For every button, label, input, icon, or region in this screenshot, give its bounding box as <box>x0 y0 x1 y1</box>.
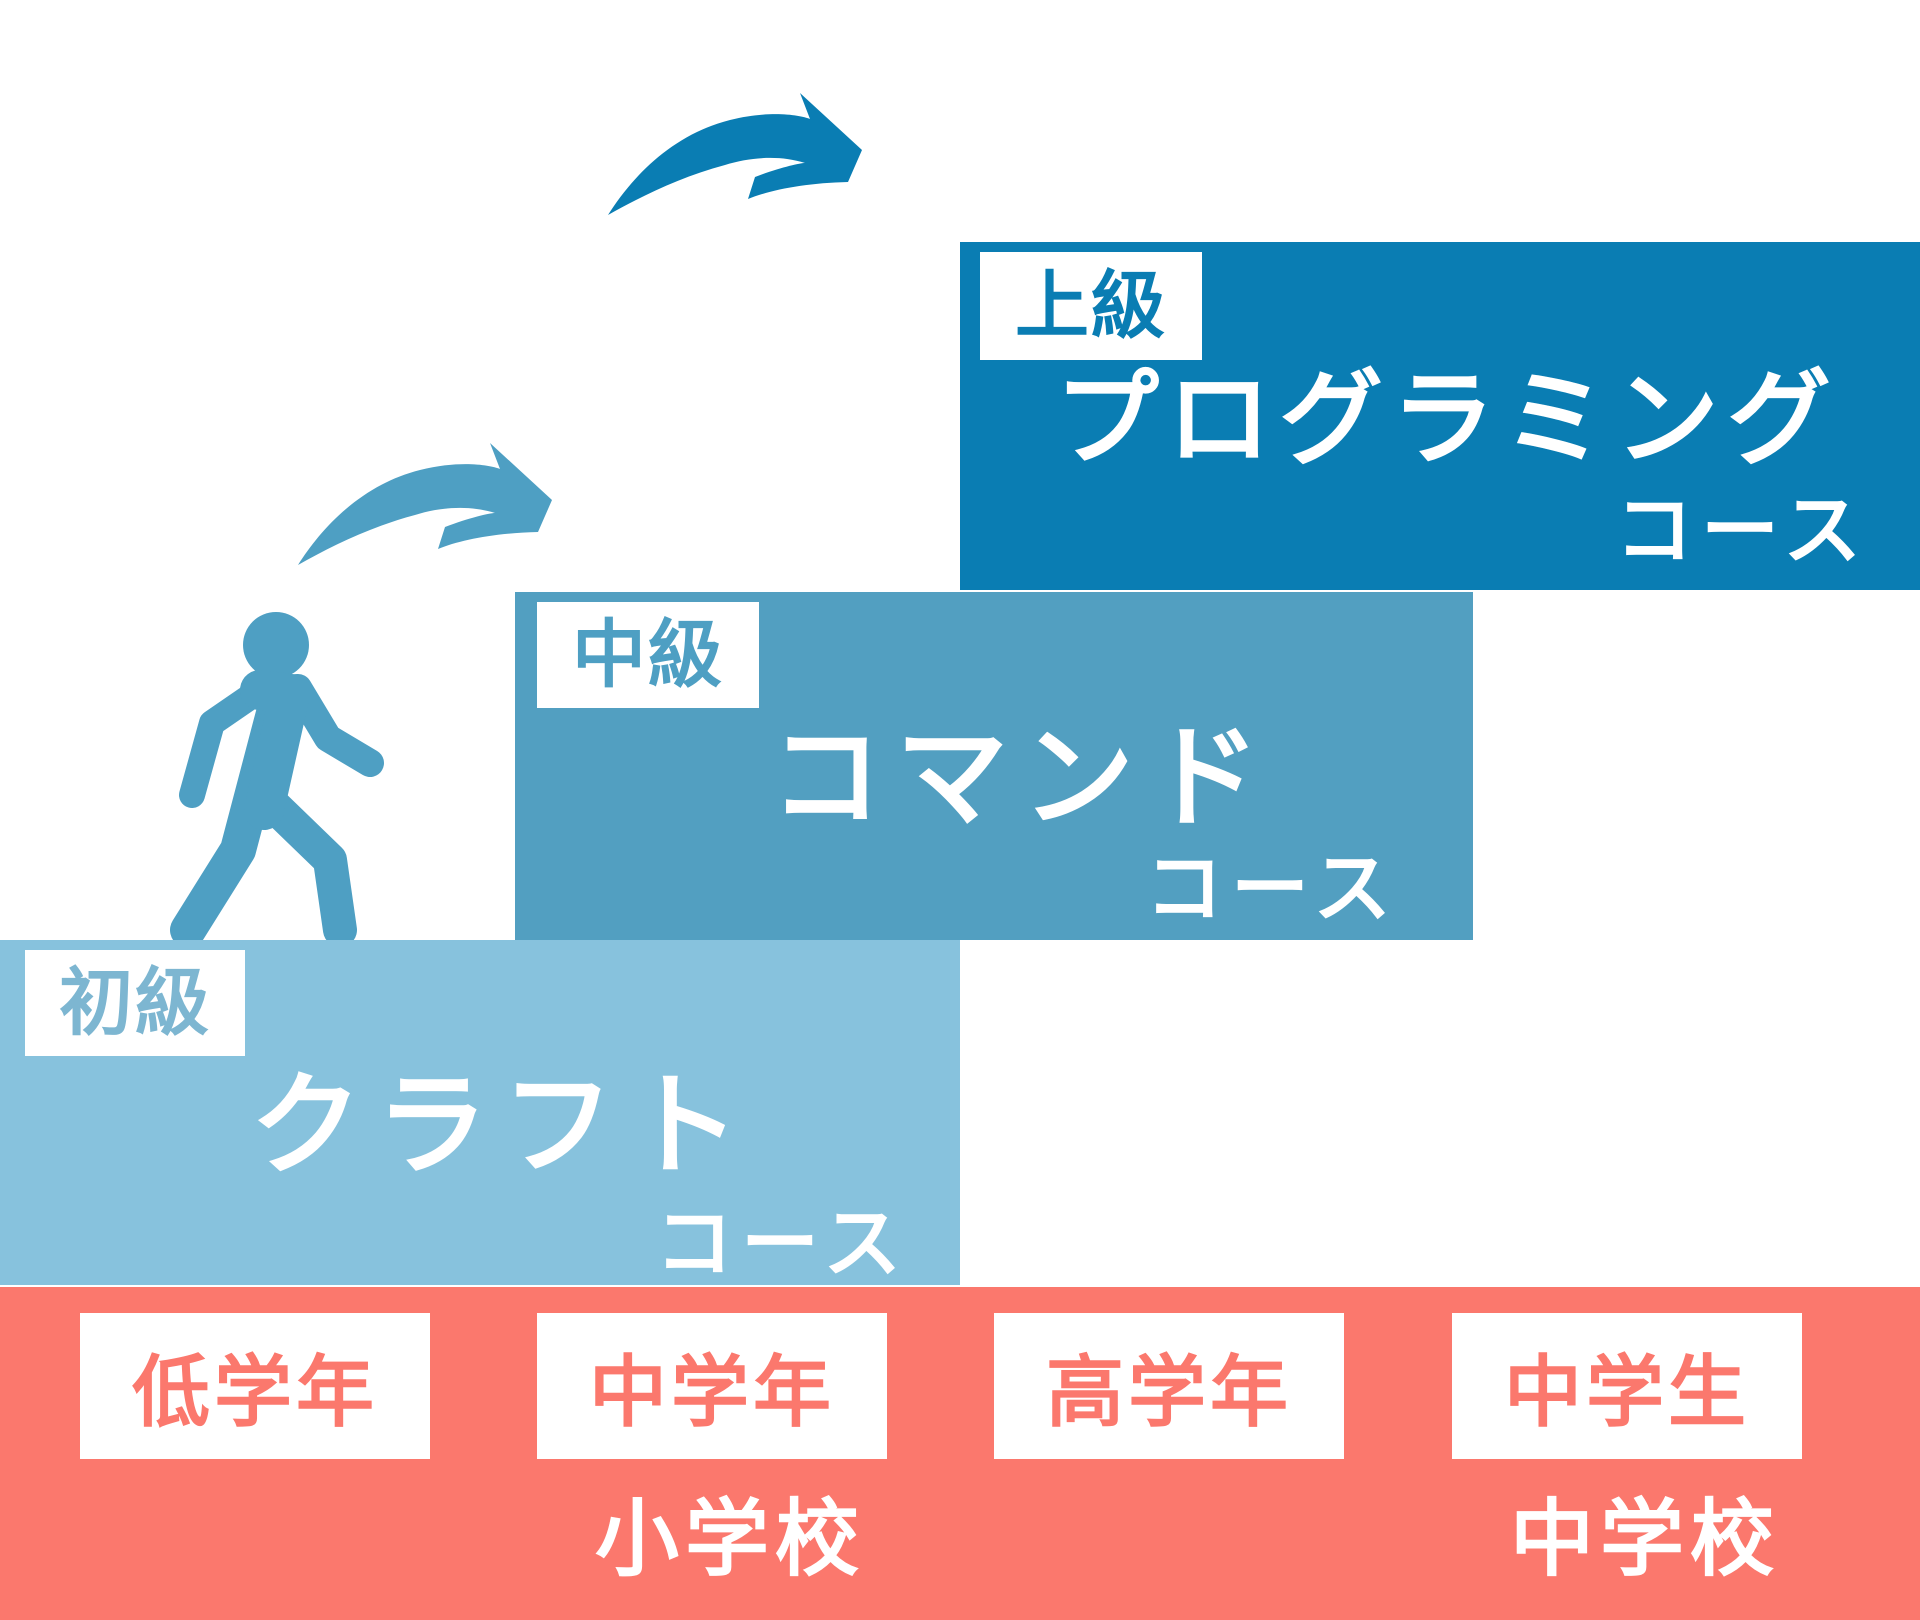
grade-box-middle-elementary: 中学年 <box>537 1313 887 1459</box>
course-suffix-intermediate: コース <box>1145 844 1400 934</box>
level-tag-intermediate: 中級 <box>537 602 759 708</box>
school-label-junior-high: 中学校 <box>1510 1490 1781 1588</box>
grade-box-upper-elementary: 高学年 <box>994 1313 1344 1459</box>
walking-person-icon <box>170 612 384 945</box>
step-advanced: 上級 プログラミング コース <box>960 242 1920 590</box>
course-name-command: コマンド <box>770 713 1274 843</box>
step-intermediate: 中級 コマンド コース <box>515 592 1473 940</box>
curved-arrow-icon-upper <box>608 93 862 215</box>
school-label-elementary: 小学校 <box>595 1490 866 1588</box>
level-tag-beginner: 初級 <box>25 950 245 1056</box>
level-tag-advanced: 上級 <box>980 252 1202 360</box>
curved-arrow-icon-lower <box>298 443 552 565</box>
course-suffix-advanced: コース <box>1615 486 1870 576</box>
course-suffix-beginner: コース <box>655 1199 910 1289</box>
course-name-craft: クラフト <box>250 1061 754 1191</box>
grade-box-lower-elementary: 低学年 <box>80 1313 430 1459</box>
step-beginner: 初級 クラフト コース <box>0 940 960 1285</box>
grade-bar: 低学年 中学年 高学年 中学生 小学校 中学校 <box>0 1287 1920 1620</box>
grade-box-junior-high: 中学生 <box>1452 1313 1802 1459</box>
course-name-programming: プログラミング <box>1055 358 1840 480</box>
